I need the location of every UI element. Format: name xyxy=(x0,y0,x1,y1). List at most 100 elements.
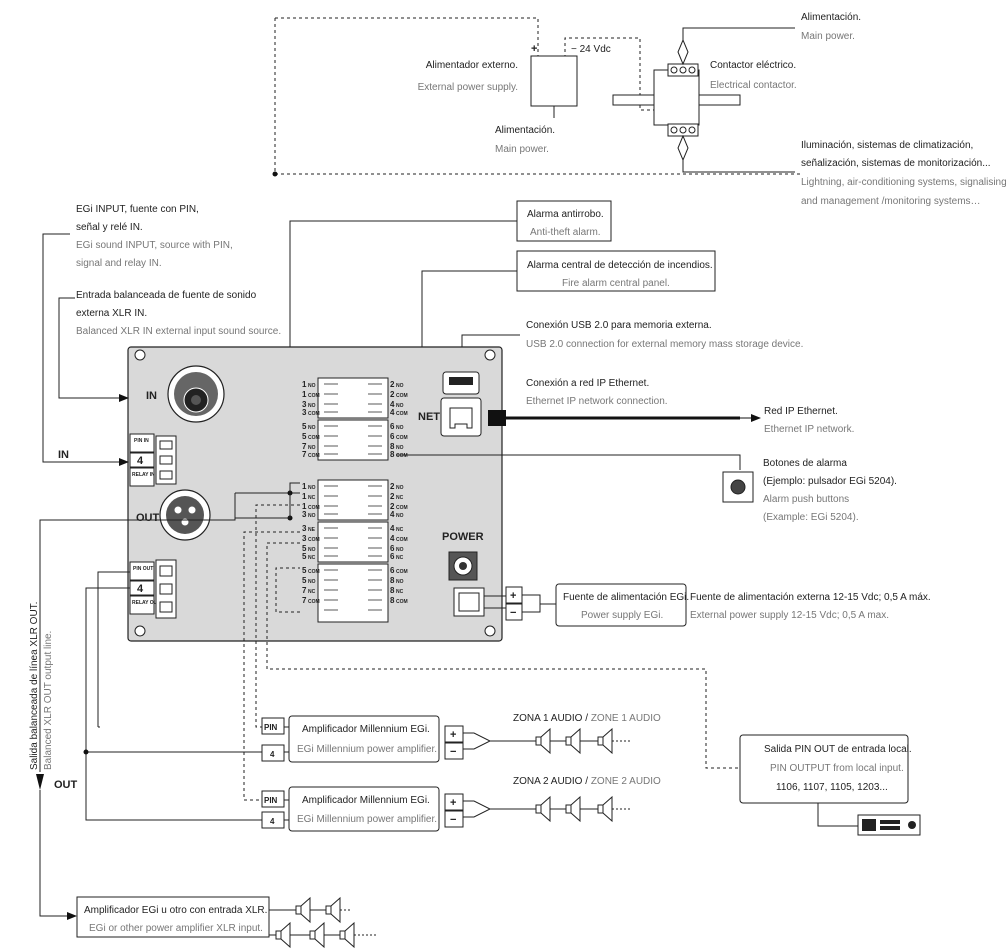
relay-terminal-type: NO xyxy=(308,513,316,519)
zone2-amp-box xyxy=(288,786,440,832)
xlr-amp-wire xyxy=(39,790,60,917)
relay-terminal-number: 6 xyxy=(390,432,395,441)
zone1-amp-subtitle: EGi Millennium power amplifier. xyxy=(297,744,437,755)
xlr-amp-speakers-icon xyxy=(269,896,376,949)
relay-terminal-number: 3 xyxy=(302,408,307,417)
relay-terminal-number: 3 xyxy=(302,534,307,543)
dashed-24v-wire xyxy=(564,37,655,111)
mains-subtitle: Main power. xyxy=(801,31,855,42)
relay-terminal-number: 2 xyxy=(390,380,395,389)
psu-subtitle: External power supply. xyxy=(418,82,518,93)
relay-terminal-type: NC xyxy=(308,495,316,501)
xlr-in-jack-icon xyxy=(167,365,225,423)
relay-terminal-type: NO xyxy=(308,425,316,431)
egi-psu-title: Fuente de alimentación EGi. xyxy=(563,592,689,603)
xlr-amp-title: Amplificador EGi u otro con entrada XLR. xyxy=(84,905,267,916)
relay-terminal-type: NO xyxy=(396,579,404,585)
relay-terminal-type: NO xyxy=(308,579,316,585)
psu-main-title: Alimentación. xyxy=(495,125,555,136)
egi-input-en1: EGi sound INPUT, source with PIN, xyxy=(76,240,233,251)
relay-terminal-type: COM xyxy=(396,569,408,575)
relay-terminal-number: 4 xyxy=(390,524,395,533)
relay-terminal-type: NO xyxy=(396,547,404,553)
egi-input-en2: signal and relay IN. xyxy=(76,258,162,269)
relay-terminal-type: NC xyxy=(308,555,316,561)
pin-out-local-box xyxy=(739,734,909,804)
relay-terminal-type: NO xyxy=(396,445,404,451)
zone2-minus: − xyxy=(450,814,456,826)
zone1-amp-title: Amplificador Millennium EGi. xyxy=(302,724,430,735)
egi-psu-plus: + xyxy=(510,590,516,602)
alarm-button-wire xyxy=(396,454,741,470)
relay-terminal-type: COM xyxy=(396,537,408,543)
egi-input-line2: señal y relé IN. xyxy=(76,222,143,233)
relay-terminal-number: 7 xyxy=(302,596,307,605)
relay-terminal-type: NO xyxy=(308,485,316,491)
loads-line2: señalización, sistemas de monitorización… xyxy=(801,158,991,169)
zone2-label: ZONA 2 AUDIO / ZONE 2 AUDIO xyxy=(513,776,661,787)
relay-terminal-type: COM xyxy=(396,453,408,459)
dashed-psu-wire xyxy=(275,17,539,58)
relay-terminal-number: 5 xyxy=(302,432,307,441)
relay-terminal-number: 6 xyxy=(390,544,395,553)
psu-title: Alimentador externo. xyxy=(426,60,518,71)
screw-icons xyxy=(134,349,496,637)
contactor-icon xyxy=(612,38,741,162)
zone2-amp-subtitle: EGi Millennium power amplifier. xyxy=(297,814,437,825)
psu-minus-label: − 24 Vdc xyxy=(571,44,611,55)
relay-terminal-type: COM xyxy=(308,411,320,417)
relay-terminal-number: 7 xyxy=(302,586,307,595)
relay-terminal-number: 1 xyxy=(302,390,307,399)
zone1-pin-label: PIN xyxy=(264,723,278,732)
xlr-in-wire xyxy=(58,297,100,399)
relay-terminal-number: 5 xyxy=(302,552,307,561)
pin-out-wire-b xyxy=(85,587,262,821)
relay-terminal-number: 3 xyxy=(302,524,307,533)
relay-terminal-type: COM xyxy=(396,393,408,399)
relay-terminal-type: COM xyxy=(396,505,408,511)
relay-terminal-number: 5 xyxy=(302,422,307,431)
relay-terminal-number: 1 xyxy=(302,482,307,491)
usb-subtitle: USB 2.0 connection for external memory m… xyxy=(526,339,803,350)
relay-terminal-type: COM xyxy=(308,393,320,399)
fire-alarm-wire xyxy=(421,270,517,380)
egi-psu-ext-title: Fuente de alimentación externa 12-15 Vdc… xyxy=(690,592,931,603)
relay-terminal-number: 2 xyxy=(390,492,395,501)
fire-alarm-title: Alarma central de detección de incendios… xyxy=(527,260,713,271)
zone2-pin-wire xyxy=(243,531,300,801)
xlr-in-line2: externa XLR IN. xyxy=(76,308,147,319)
relay-out-label: RELAY OUT xyxy=(132,600,160,606)
usb-port-icon xyxy=(442,371,480,395)
relay-terminal-type: NO xyxy=(396,425,404,431)
pin-out-terminal-icon xyxy=(155,559,177,619)
relay-terminal-type: COM xyxy=(308,599,320,605)
relay-terminal-number: 6 xyxy=(390,566,395,575)
relay-terminal-slots xyxy=(324,383,382,611)
xlr-amp-subtitle: EGi or other power amplifier XLR input. xyxy=(89,923,263,934)
ethernet-title: Conexión a red IP Ethernet. xyxy=(526,378,649,389)
pin-out-num: 4 xyxy=(137,583,144,595)
relay-terminal-type: NE xyxy=(308,527,316,533)
xlr-out-jack-icon xyxy=(159,489,211,541)
egi-psu-box xyxy=(555,583,687,627)
relay-terminal-type: NC xyxy=(396,555,404,561)
relay-terminal-number: 2 xyxy=(390,482,395,491)
pin-in-terminal-icon xyxy=(155,435,177,485)
relay-terminal-type: NO xyxy=(308,403,316,409)
relay-terminal-type: NO xyxy=(396,383,404,389)
psu-plus: + xyxy=(531,43,537,55)
fire-alarm-subtitle: Fire alarm central panel. xyxy=(562,278,670,289)
xlr-out-label: OUT xyxy=(54,779,78,791)
relay-terminal-type: NO xyxy=(308,445,316,451)
zone1-speakers-icon xyxy=(535,727,632,755)
zone2-pin-label: PIN xyxy=(264,796,278,805)
local-pin-out-wire xyxy=(266,542,740,769)
egi-psu-minus: − xyxy=(510,607,516,619)
alarm-buttons-en1: Alarm push buttons xyxy=(763,494,849,505)
relay-in-label: RELAY IN xyxy=(132,472,155,478)
ip-network-subtitle: Ethernet IP network. xyxy=(764,424,854,435)
egi-psu-subtitle: Power supply EGi. xyxy=(581,610,663,621)
